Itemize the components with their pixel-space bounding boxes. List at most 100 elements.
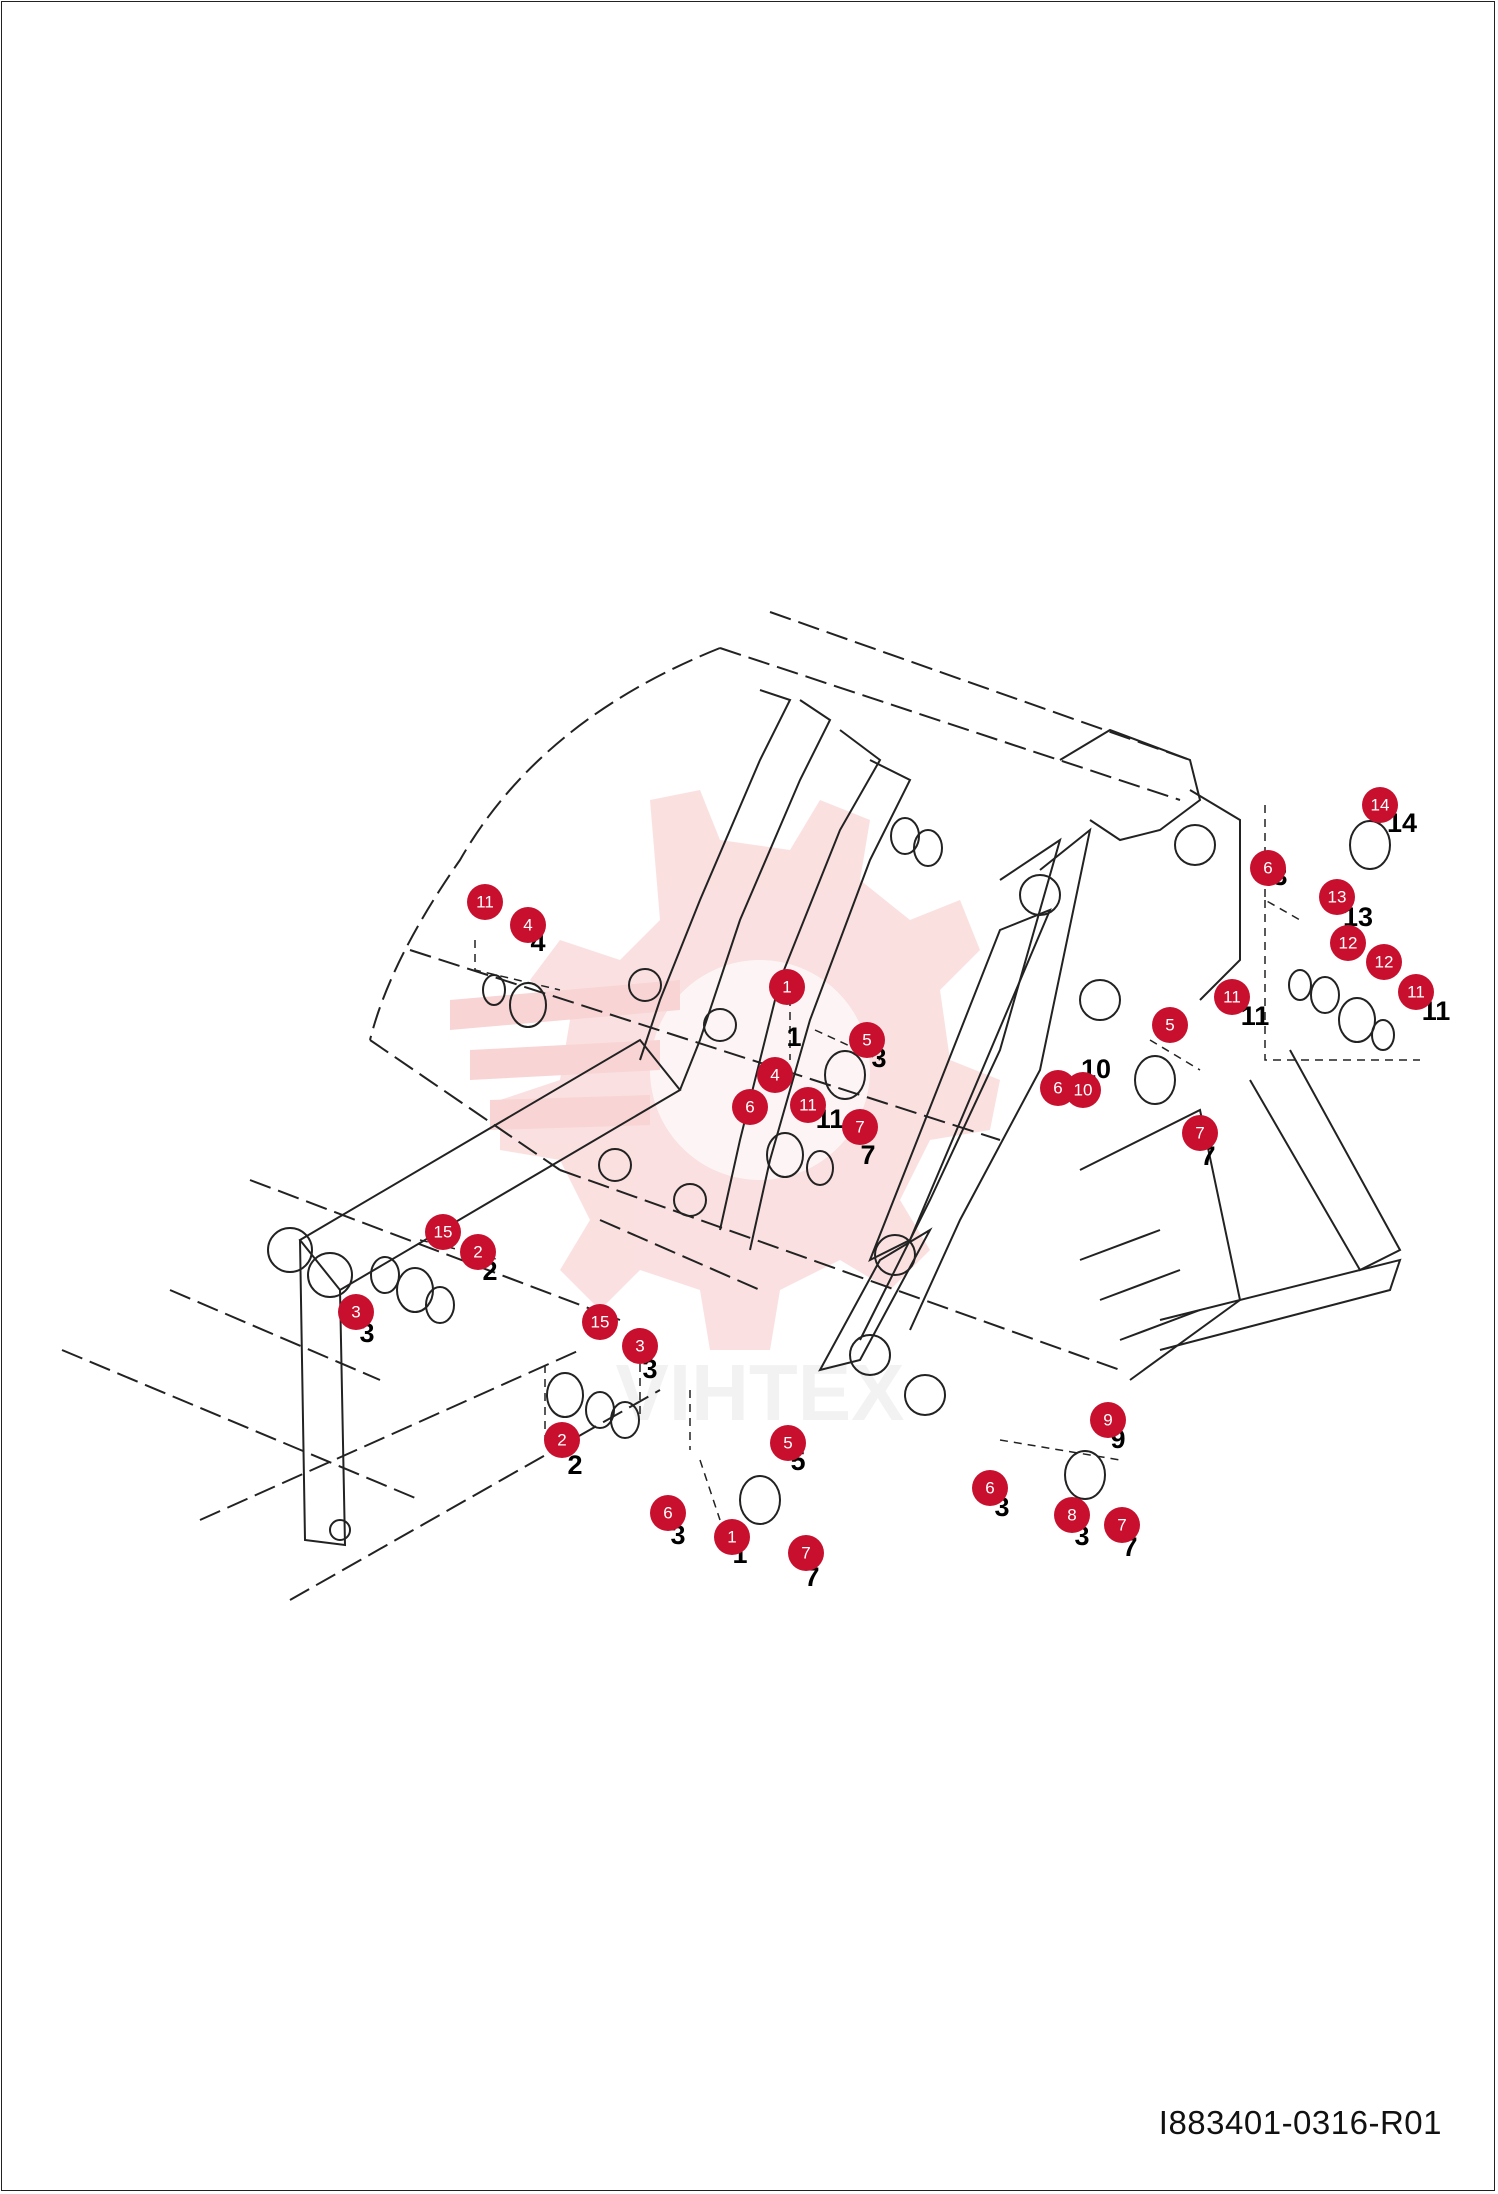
callout-marker[interactable]: 14: [1362, 787, 1398, 823]
pivot-eye: [1174, 824, 1216, 866]
watermark-text: VIHTEX: [616, 1348, 905, 1437]
svg-text:6: 6: [745, 1098, 754, 1117]
callout-marker[interactable]: 7: [842, 1109, 878, 1145]
svg-text:11: 11: [1407, 983, 1425, 1002]
bushing-ring: [425, 1286, 455, 1324]
tilt-cylinder: [818, 908, 1052, 1372]
callout-marker[interactable]: 3: [622, 1328, 658, 1364]
svg-text:8: 8: [1067, 1506, 1076, 1525]
svg-text:4: 4: [523, 916, 532, 935]
pivot-eye: [673, 1183, 707, 1217]
bushing: [396, 1267, 434, 1313]
callout-marker[interactable]: 6: [732, 1089, 768, 1125]
bushing-ring: [1288, 969, 1312, 1001]
svg-text:4: 4: [770, 1066, 779, 1085]
pivot-eye: [307, 1252, 353, 1298]
ref-label: 1: [786, 1022, 801, 1052]
callout-marker[interactable]: 2: [460, 1234, 496, 1270]
pivot-eye: [703, 1008, 737, 1042]
pin: [1064, 1450, 1106, 1500]
callout-marker[interactable]: 5: [849, 1022, 885, 1058]
callout-marker[interactable]: 5: [1152, 1007, 1188, 1043]
bushing: [1338, 997, 1376, 1043]
callout-marker[interactable]: 12: [1366, 944, 1402, 980]
bushing: [546, 1372, 584, 1418]
callout-marker[interactable]: 2: [544, 1422, 580, 1458]
svg-text:11: 11: [799, 1096, 817, 1115]
svg-text:7: 7: [801, 1544, 810, 1563]
callout-marker[interactable]: 4: [757, 1057, 793, 1093]
pivot-eye: [849, 1334, 891, 1376]
bushing-ring: [585, 1391, 615, 1429]
callout-marker[interactable]: 6: [972, 1470, 1008, 1506]
callout-marker[interactable]: 4: [510, 907, 546, 943]
svg-text:12: 12: [1339, 934, 1358, 953]
callout-marker[interactable]: 10: [1065, 1072, 1101, 1108]
pivot-eye: [329, 1519, 351, 1541]
loader-boom-arms: [298, 689, 1402, 1547]
callout-marker[interactable]: 5: [770, 1425, 806, 1461]
svg-text:14: 14: [1371, 796, 1390, 815]
pivot-eye: [1079, 979, 1121, 1021]
svg-text:3: 3: [351, 1303, 360, 1322]
svg-text:7: 7: [1117, 1516, 1126, 1535]
svg-text:15: 15: [434, 1223, 453, 1242]
callout-marker[interactable]: 11: [790, 1087, 826, 1123]
callout-marker[interactable]: 8: [1054, 1497, 1090, 1533]
callout-marker[interactable]: 12: [1330, 925, 1366, 961]
callout-marker[interactable]: 15: [425, 1214, 461, 1250]
callout-marker[interactable]: 7: [1104, 1507, 1140, 1543]
svg-text:7: 7: [1195, 1124, 1204, 1143]
callout-marker[interactable]: 1: [714, 1519, 750, 1555]
pivot-eye: [628, 968, 662, 1002]
callout-marker[interactable]: 9: [1090, 1402, 1126, 1438]
callout-marker[interactable]: 6: [1250, 850, 1286, 886]
pin: [1349, 820, 1391, 870]
svg-text:11: 11: [476, 893, 494, 912]
svg-text:6: 6: [1053, 1079, 1062, 1098]
callout-marker[interactable]: 7: [788, 1535, 824, 1571]
callout-marker[interactable]: 11: [1398, 974, 1434, 1010]
svg-text:2: 2: [557, 1431, 566, 1450]
callout-marker[interactable]: 1: [769, 969, 805, 1005]
bushing-ring: [610, 1401, 640, 1439]
bushing-ring: [806, 1150, 834, 1186]
svg-text:1: 1: [727, 1528, 736, 1547]
callout-marker[interactable]: 11: [467, 884, 503, 920]
svg-text:5: 5: [862, 1031, 871, 1050]
bushing-ring: [1371, 1019, 1395, 1051]
bushing-ring: [890, 817, 920, 855]
svg-text:9: 9: [1103, 1411, 1112, 1430]
callout-marker[interactable]: 3: [338, 1294, 374, 1330]
drawing-number: I883401-0316-R01: [1158, 2104, 1442, 2141]
pivot-eye: [598, 1148, 632, 1182]
svg-text:1: 1: [782, 978, 791, 997]
callout-marker[interactable]: 15: [582, 1304, 618, 1340]
callout-marker[interactable]: 6: [650, 1495, 686, 1531]
watermark-gear-logo: VIHTEX: [450, 790, 1000, 1437]
pivot-eye: [904, 1374, 946, 1416]
svg-text:6: 6: [985, 1479, 994, 1498]
svg-text:11: 11: [1223, 988, 1241, 1007]
svg-text:13: 13: [1328, 888, 1347, 907]
callout-marker[interactable]: 7: [1182, 1115, 1218, 1151]
bushing-ring: [370, 1256, 400, 1294]
svg-text:5: 5: [1165, 1016, 1174, 1035]
callout-marker[interactable]: 11: [1214, 979, 1250, 1015]
pin: [739, 1475, 781, 1525]
pin: [824, 1050, 866, 1100]
callout-marker[interactable]: 13: [1319, 879, 1355, 915]
bucket-outline: [61, 611, 1191, 1601]
ref-label: 7: [860, 1140, 875, 1170]
part-callouts: 11 4 1 5 4 6 11 7 14 6 13 12 12 11 11 5 …: [338, 787, 1434, 1571]
bushing: [1310, 976, 1340, 1014]
pins-and-bushings: [267, 817, 1395, 1541]
ref-label: 2: [567, 1450, 582, 1480]
svg-text:10: 10: [1074, 1081, 1093, 1100]
svg-text:7: 7: [855, 1118, 864, 1137]
svg-text:6: 6: [663, 1504, 672, 1523]
svg-text:5: 5: [783, 1434, 792, 1453]
pivot-eye: [874, 1234, 916, 1276]
